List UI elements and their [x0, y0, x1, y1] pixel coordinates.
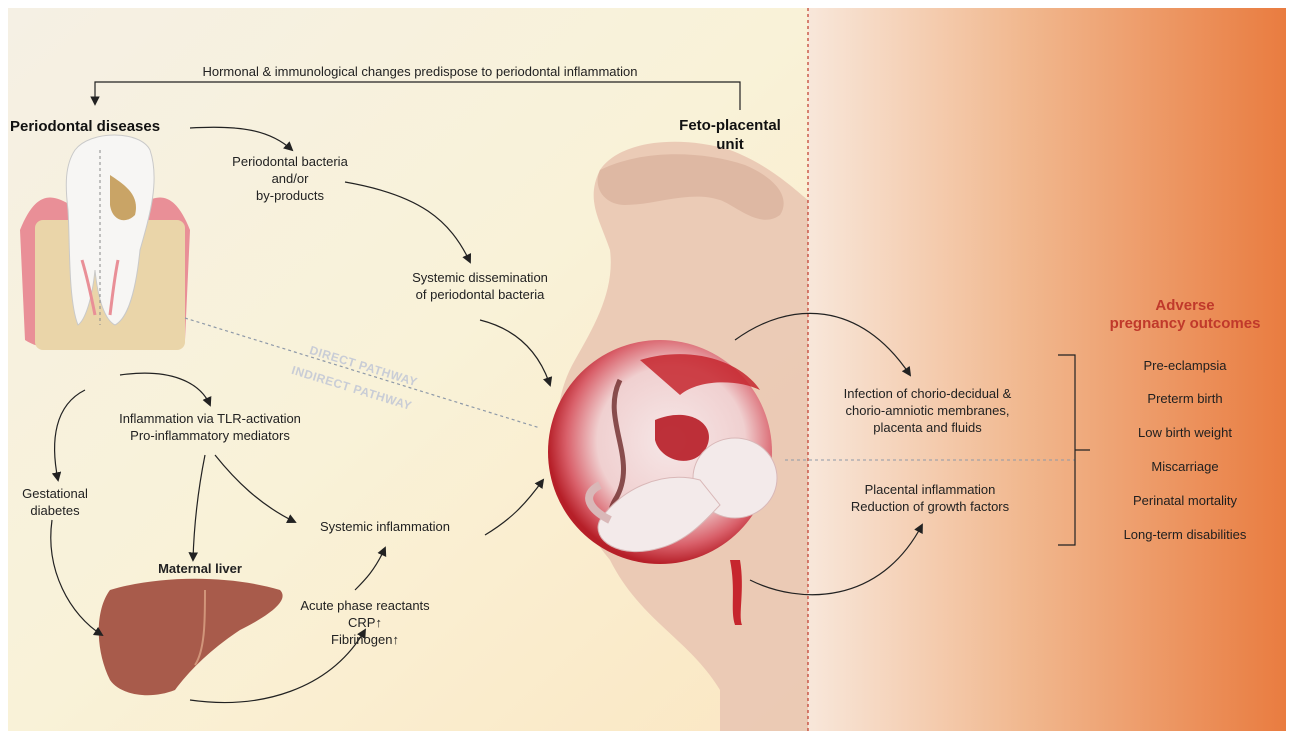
gestational-diabetes-label: Gestational diabetes	[10, 485, 100, 519]
infection-line-2: chorio-amniotic membranes,	[815, 402, 1040, 419]
outcome-item: Perinatal mortality	[1090, 493, 1280, 508]
outcomes-title-line-2: pregnancy outcomes	[1100, 315, 1270, 333]
systemic-inflammation-label: Systemic inflammation	[300, 518, 470, 535]
dissemination-line-2: of periodontal bacteria	[385, 286, 575, 303]
bacteria-label: Periodontal bacteria and/or by-products	[210, 153, 370, 204]
placental-line-2: Reduction of growth factors	[825, 498, 1035, 515]
infection-line-1: Infection of chorio-decidual &	[815, 385, 1040, 402]
feto-placental-line-2: unit	[670, 135, 790, 154]
outcome-item: Low birth weight	[1090, 425, 1280, 440]
dissemination-line-1: Systemic dissemination	[385, 269, 575, 286]
periodontal-diseases-title: Periodontal diseases	[10, 118, 190, 135]
inflammation-label: Inflammation via TLR-activation Pro-infl…	[95, 410, 325, 444]
outcome-item: Long-term disabilities	[1090, 527, 1280, 542]
feto-placental-line-1: Feto-placental	[670, 116, 790, 135]
bacteria-line-3: by-products	[210, 187, 370, 204]
outcomes-title-line-1: Adverse	[1100, 297, 1270, 315]
bacteria-line-1: Periodontal bacteria	[210, 153, 370, 170]
placental-line-1: Placental inflammation	[825, 481, 1035, 498]
bacteria-line-2: and/or	[210, 170, 370, 187]
feto-placental-title: Feto-placental unit	[670, 116, 790, 154]
dissemination-label: Systemic dissemination of periodontal ba…	[385, 269, 575, 303]
acute-phase-label: Acute phase reactants CRP↑ Fibrinogen↑	[285, 597, 445, 648]
acute-phase-line-3: Fibrinogen↑	[285, 631, 445, 648]
gestational-line-2: diabetes	[10, 502, 100, 519]
adverse-outcomes-title: Adverse pregnancy outcomes	[1100, 297, 1270, 333]
acute-phase-line-1: Acute phase reactants	[285, 597, 445, 614]
placental-inflammation-label: Placental inflammation Reduction of grow…	[825, 481, 1035, 515]
infection-label: Infection of chorio-decidual & chorio-am…	[815, 385, 1040, 436]
inflammation-line-2: Pro-inflammatory mediators	[95, 427, 325, 444]
gestational-line-1: Gestational	[10, 485, 100, 502]
infection-line-3: placenta and fluids	[815, 419, 1040, 436]
outcome-item: Miscarriage	[1090, 459, 1280, 474]
maternal-liver-title: Maternal liver	[130, 560, 270, 577]
outcome-item: Preterm birth	[1090, 391, 1280, 406]
feedback-loop-label: Hormonal & immunological changes predisp…	[120, 63, 720, 80]
acute-phase-line-2: CRP↑	[285, 614, 445, 631]
outcome-item: Pre-eclampsia	[1090, 358, 1280, 373]
inflammation-line-1: Inflammation via TLR-activation	[95, 410, 325, 427]
